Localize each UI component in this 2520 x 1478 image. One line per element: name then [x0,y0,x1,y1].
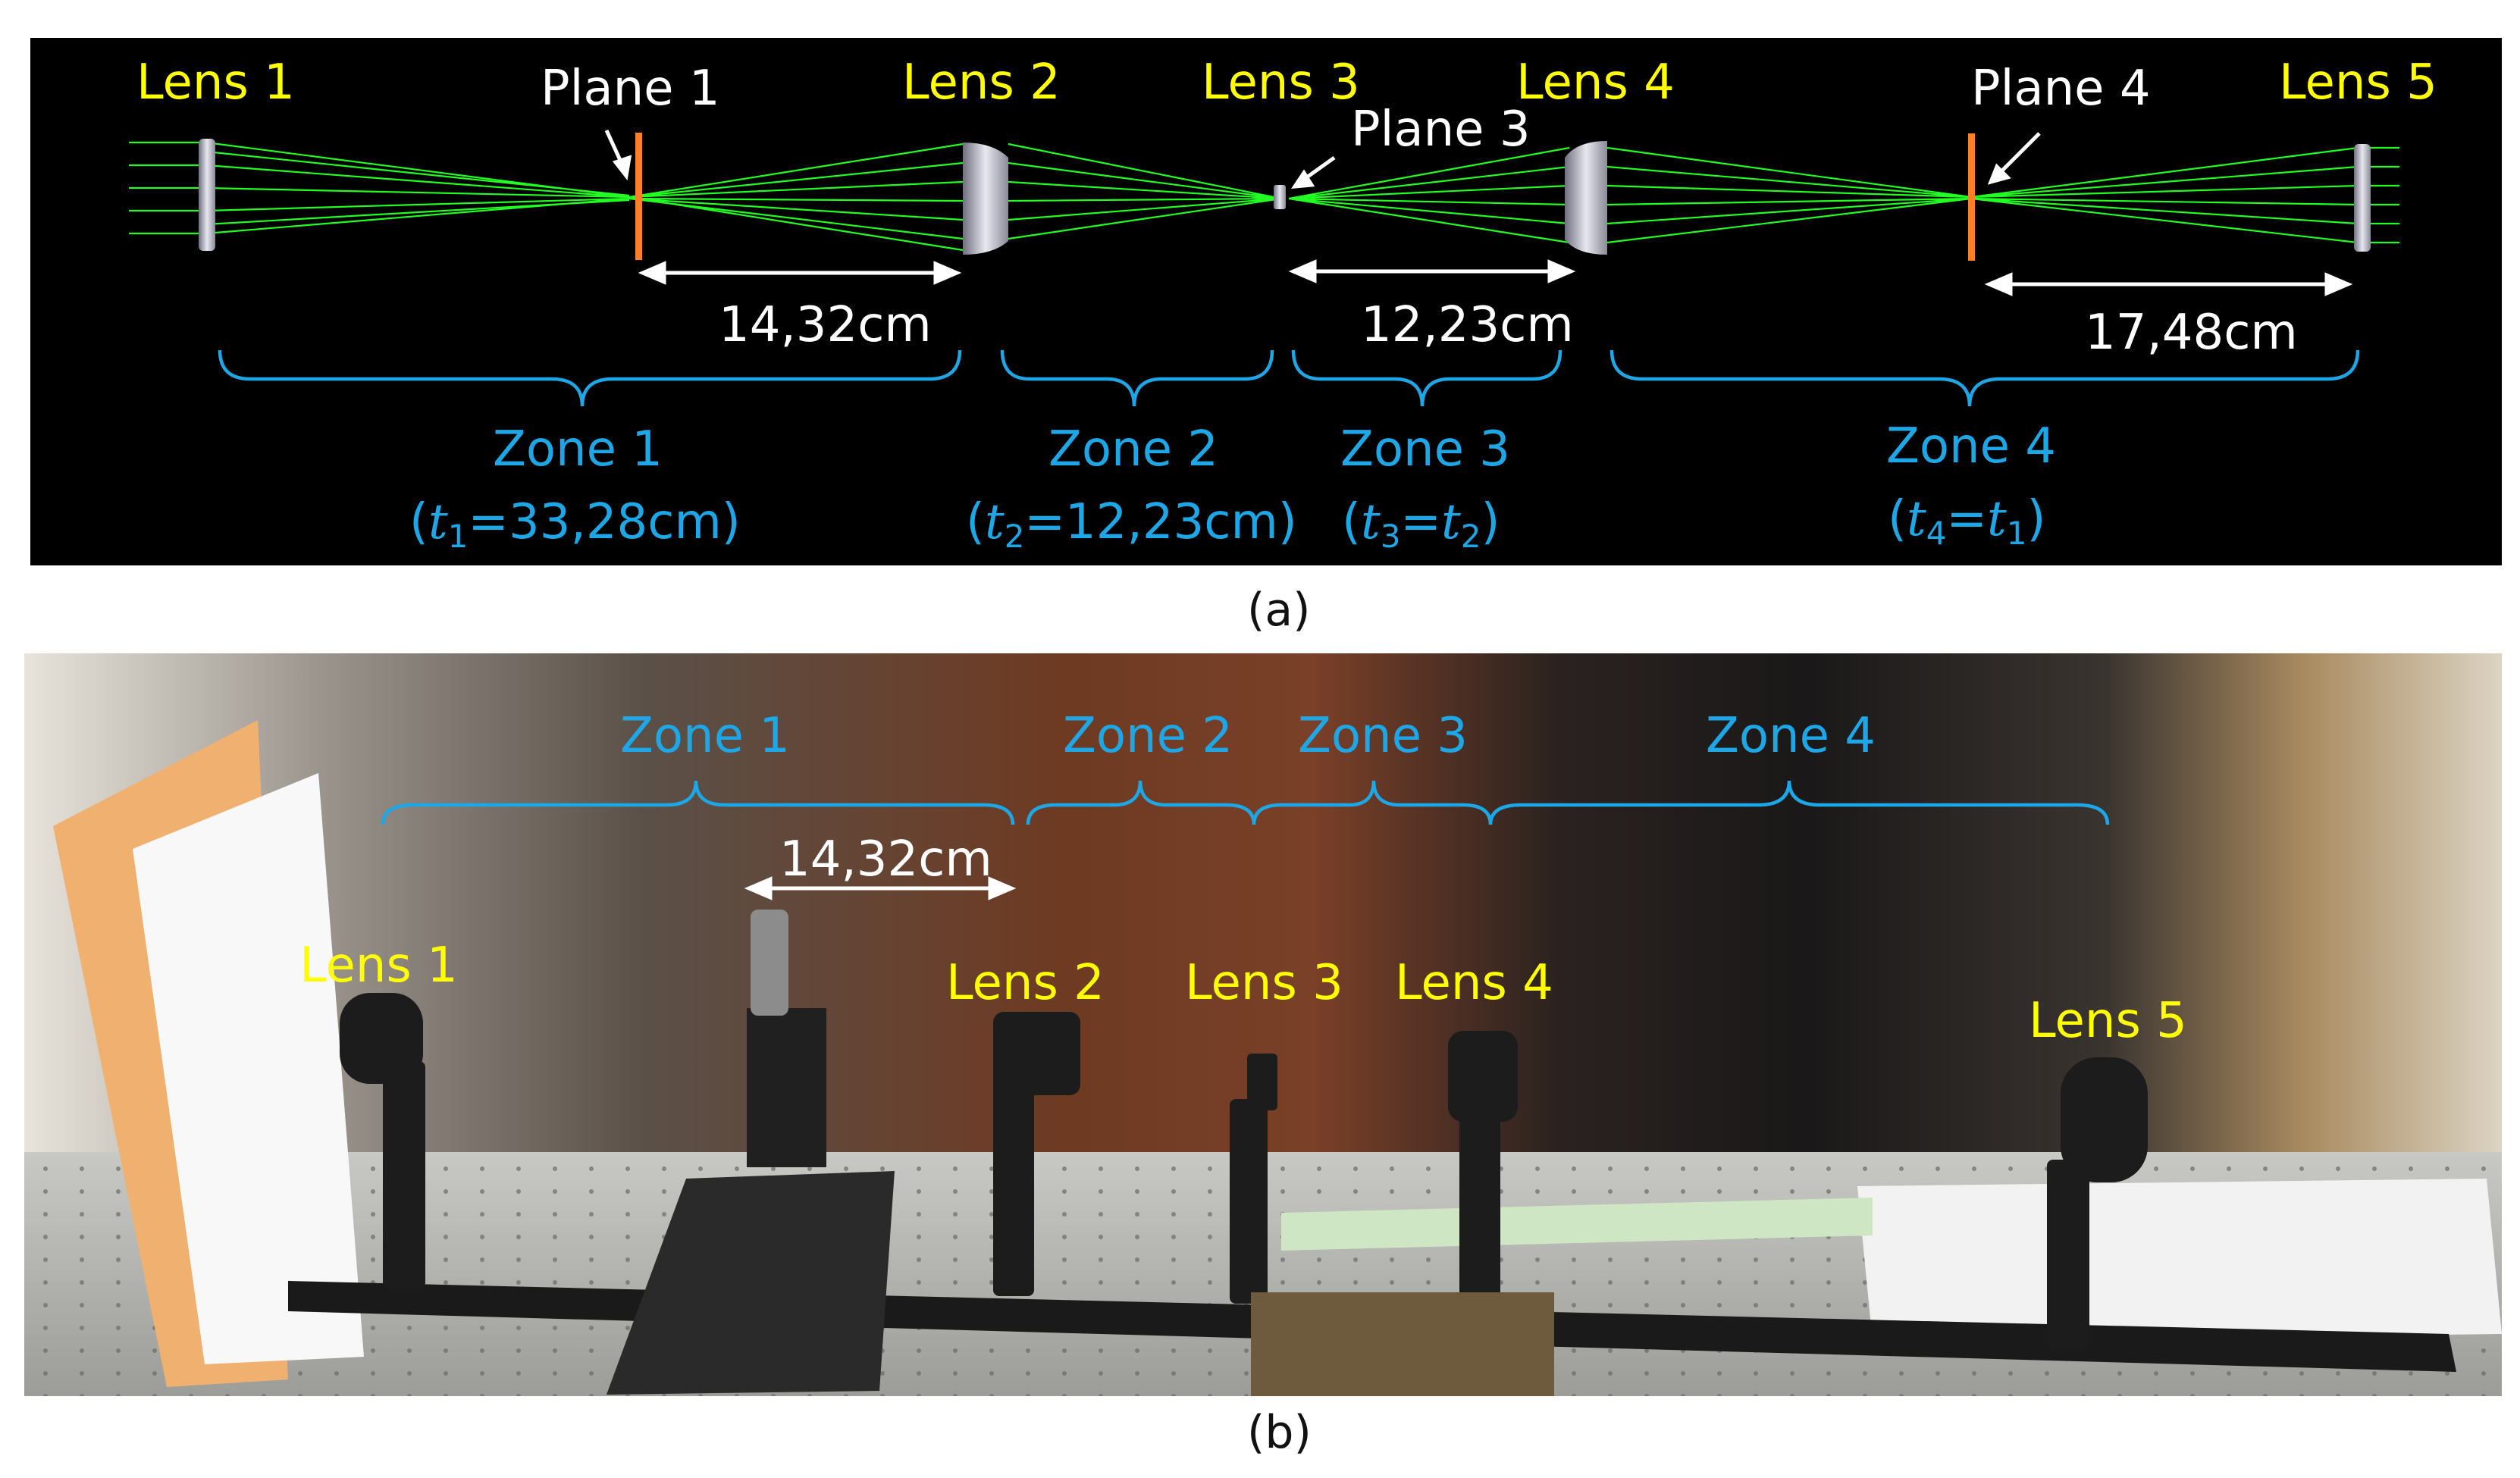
distance-label-1: 14,32cm [719,297,932,353]
lens-4-shape [1565,141,1607,255]
micrometer [751,910,788,1016]
panel-a-background [30,38,2502,565]
zone-2-label-b: Zone 2 [1063,708,1233,764]
lens-4-label-b: Lens 4 [1395,955,1553,1011]
zone-1-label-b: Zone 1 [620,708,790,764]
distance-label-b: 14,32cm [779,831,992,888]
lens-mounts [340,993,2148,1349]
zone-4-label: Zone 4 [1886,418,2056,474]
zone-1-label: Zone 1 [493,421,663,478]
zone-2-label: Zone 2 [1048,421,1218,478]
caption-b: (b) [1247,1406,1312,1459]
distance-arrows [638,259,2353,296]
grid-target [133,773,364,1364]
zone-4-label-b: Zone 4 [1706,708,1876,764]
lens-1-shape [199,139,215,251]
plane-4-marker [1968,133,1975,261]
lens-1-label-b: Lens 1 [299,938,458,994]
lens-2-label-b: Lens 2 [946,955,1105,1011]
lens-2-label: Lens 2 [902,55,1061,111]
ruler [1281,1198,1873,1251]
lens-1-mount [340,993,423,1084]
panel-b: Zone 1 Zone 2 Zone 3 Zone 4 14,32cm Lens… [24,653,2502,1396]
lens-5-label: Lens 5 [2279,55,2437,111]
lens-5-mount [2061,1057,2148,1182]
lens-4-mount [1448,1031,1518,1122]
panel-a: Lens 1 Lens 2 Lens 3 Lens 4 Lens 5 Plane… [30,38,2502,565]
plane-1-label: Plane 1 [541,61,720,117]
zone-1-formula: (t1=33,28cm) [409,494,741,555]
zone-3-label: Zone 3 [1340,421,1510,478]
lens-5-shape [2354,144,2371,252]
lens-2-shape [963,142,1008,255]
zone-braces-b [381,780,2110,825]
distance-label-3: 17,48cm [2085,305,2298,361]
lens-3-label-b: Lens 3 [1185,955,1343,1011]
pointer-arrows [604,129,2041,189]
lens-1-label: Lens 1 [136,55,295,111]
paper-sheet-right [1857,1179,2502,1342]
distance-arrow-b [744,876,1017,900]
plane-1-marker [635,133,642,260]
lens-3-shape [1274,185,1286,209]
zone-braces [218,349,2360,407]
lens-3-label: Lens 3 [1202,55,1360,111]
plane-3-label: Plane 3 [1351,102,1531,158]
distance-label-2: 12,23cm [1361,297,1574,353]
lens-3-mount [1247,1054,1277,1110]
lens-2-mount [993,1012,1080,1095]
zone-3-label-b: Zone 3 [1298,708,1468,764]
lens-5-label-b: Lens 5 [2029,993,2187,1049]
cover-box [606,1171,895,1395]
translation-stage [747,1008,826,1167]
caption-a: (a) [1247,584,1311,637]
electronics-board [1251,1292,1554,1396]
ray-bundles [129,141,2399,252]
lens-4-label: Lens 4 [1516,55,1675,111]
plane-4-label: Plane 4 [1971,61,2151,117]
lens-shapes [199,139,2371,255]
